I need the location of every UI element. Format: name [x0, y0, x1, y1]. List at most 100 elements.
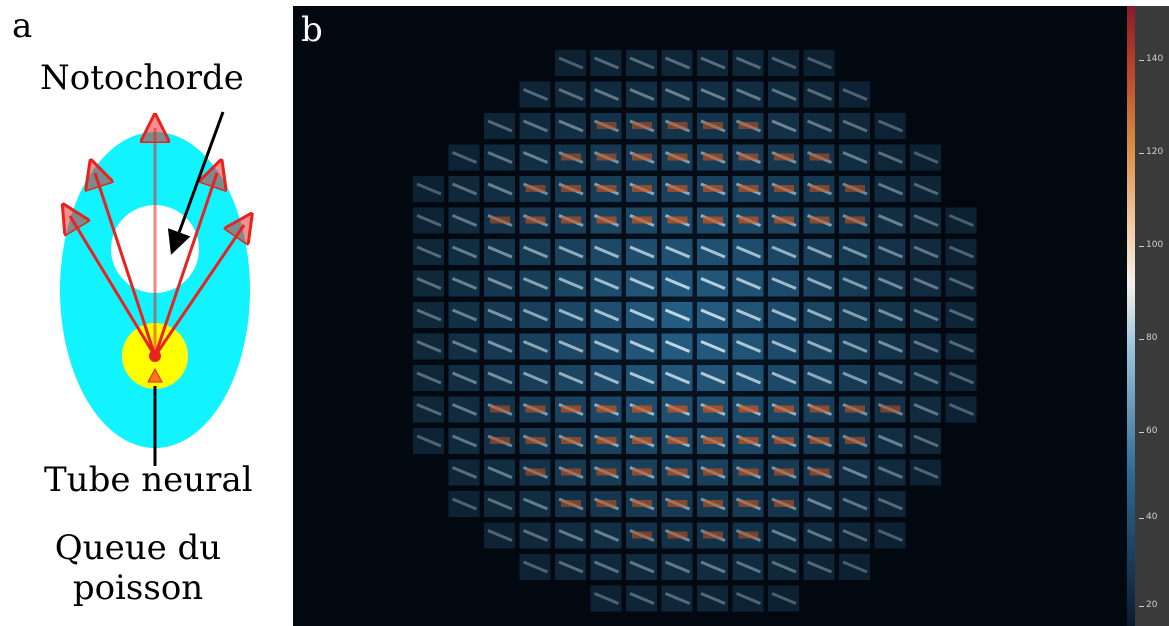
- image-tile: [590, 554, 622, 580]
- tile-hotspot: [845, 216, 865, 224]
- tile-highlight: [806, 277, 833, 290]
- image-tile: [413, 396, 444, 423]
- tile-highlight: [700, 340, 726, 353]
- tile-hotspot: [738, 531, 759, 539]
- tile-highlight: [842, 497, 868, 511]
- ray-origin-dot: [149, 350, 161, 362]
- image-tile: [519, 522, 551, 549]
- colorbar-tick-label: 40: [1146, 512, 1158, 522]
- tile-highlight: [522, 371, 549, 385]
- tile-hotspot: [738, 216, 759, 224]
- tile-hotspot: [738, 437, 759, 444]
- tile-highlight: [842, 466, 868, 479]
- image-tile: [910, 459, 941, 486]
- tile-highlight: [877, 497, 904, 511]
- tile-hotspot: [774, 468, 794, 476]
- image-tile: [448, 207, 480, 234]
- colorbar-tick: [1139, 339, 1144, 340]
- tile-highlight: [664, 340, 691, 353]
- tile-highlight: [735, 56, 762, 70]
- tile-hotspot: [525, 185, 546, 192]
- tile-highlight: [487, 466, 513, 479]
- tile-hotspot: [845, 405, 865, 413]
- image-tile: [839, 491, 870, 517]
- colorbar-tick-label: 80: [1146, 333, 1158, 343]
- tile-hotspot: [703, 153, 723, 161]
- tile-highlight: [487, 277, 513, 290]
- tile-hotspot: [596, 405, 617, 413]
- tile-highlight: [700, 277, 726, 290]
- tile-highlight: [522, 245, 549, 259]
- tile-highlight: [451, 245, 478, 259]
- image-tile: [945, 333, 977, 360]
- tile-highlight: [913, 434, 939, 448]
- image-tile: [732, 50, 764, 76]
- tile-highlight: [664, 560, 691, 574]
- tile-highlight: [664, 56, 691, 70]
- tile-highlight: [664, 371, 691, 385]
- tile-hotspot: [667, 500, 688, 507]
- tile-hotspot: [738, 500, 759, 507]
- tile-highlight: [842, 529, 868, 542]
- image-tile: [910, 270, 941, 297]
- tile-highlight: [416, 277, 442, 290]
- image-tile: [874, 176, 906, 202]
- tile-highlight: [451, 151, 478, 164]
- tile-highlight: [451, 182, 478, 196]
- image-tile: [945, 396, 977, 423]
- tile-highlight: [877, 371, 904, 385]
- tile-hotspot: [632, 468, 652, 476]
- tile-hotspot: [667, 468, 688, 476]
- tile-hotspot: [490, 405, 510, 413]
- image-tile: [484, 239, 515, 265]
- tile-highlight: [771, 277, 797, 290]
- tile-hotspot: [561, 500, 581, 507]
- tile-highlight: [522, 308, 549, 322]
- tile-highlight: [842, 277, 868, 290]
- ray-line: [70, 216, 157, 357]
- image-tile: [839, 459, 870, 486]
- image-tile: [661, 554, 693, 580]
- tile-hotspot: [596, 500, 617, 507]
- tile-hotspot: [632, 405, 652, 413]
- tile-highlight: [700, 371, 726, 385]
- tile-highlight: [416, 403, 442, 416]
- tile-hotspot: [561, 185, 581, 192]
- tile-highlight: [629, 308, 655, 322]
- tile-highlight: [416, 371, 442, 385]
- tile-highlight: [416, 308, 442, 322]
- tile-hotspot: [845, 185, 865, 192]
- image-tile: [803, 81, 835, 108]
- image-tile: [519, 113, 551, 139]
- panel-b-label: b: [301, 10, 323, 50]
- tile-highlight: [629, 277, 655, 290]
- image-tile: [945, 302, 977, 328]
- tile-highlight: [842, 151, 868, 164]
- tile-highlight: [487, 340, 513, 353]
- tile-hotspot: [703, 405, 723, 413]
- tile-highlight: [451, 277, 478, 290]
- tile-hotspot: [809, 468, 830, 476]
- image-tile: [874, 270, 906, 297]
- image-tile: [413, 207, 444, 234]
- tile-highlight: [806, 308, 833, 322]
- tile-highlight: [593, 56, 620, 70]
- image-tile: [697, 50, 728, 76]
- tile-highlight: [558, 340, 584, 353]
- tile-hotspot: [774, 405, 794, 413]
- image-tile: [697, 554, 728, 580]
- tile-highlight: [842, 88, 868, 101]
- tile-highlight: [522, 560, 549, 574]
- colorbar-tick: [1139, 518, 1144, 519]
- tile-hotspot: [738, 153, 759, 161]
- tile-highlight: [735, 245, 762, 259]
- image-tile: [555, 554, 586, 580]
- image-tile: [590, 522, 622, 549]
- image-tile: [590, 50, 622, 76]
- image-tile: [803, 554, 835, 580]
- image-tile: [555, 113, 586, 139]
- tile-hotspot: [632, 500, 652, 507]
- image-tile: [626, 81, 657, 108]
